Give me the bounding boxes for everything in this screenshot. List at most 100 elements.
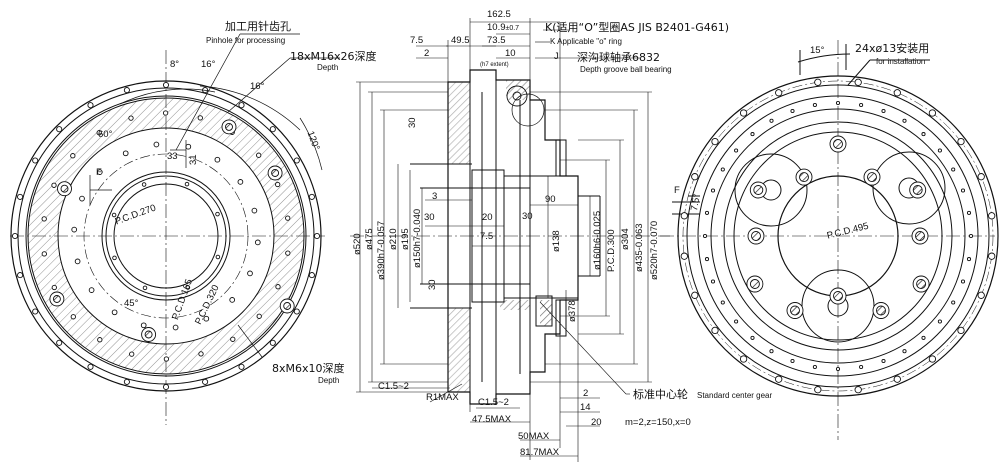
rim-hole	[937, 148, 942, 153]
angle-15-label: 15°	[810, 45, 825, 56]
perimeter-hole	[293, 308, 300, 315]
bolt-hole-m16	[153, 141, 160, 148]
angle-60-label: 60°	[98, 129, 113, 140]
bolt-hole-m16	[71, 226, 78, 233]
dia-520-left: ø520	[352, 233, 363, 255]
bolt-hole-m16	[172, 324, 179, 331]
bolt-head-inner	[876, 305, 886, 316]
mount-hole	[988, 252, 996, 260]
rim-hole	[902, 349, 907, 354]
bolt-hole-m6	[215, 254, 221, 260]
dim-90-label: 90	[545, 194, 556, 205]
dim-2-bottom: 2	[583, 388, 589, 399]
dim-49-5: 49.5	[451, 35, 470, 46]
pinhole-processing-inner	[60, 184, 69, 193]
bearing-note-en: Depth groove ball bearing	[580, 65, 672, 74]
bolt-hole-m16	[251, 207, 258, 214]
mount-hole	[957, 137, 965, 146]
mount-hole	[893, 375, 901, 383]
pin-hole	[70, 153, 76, 159]
rim-hole	[966, 210, 972, 215]
dim-47-5-max: 47.5MAX	[472, 414, 512, 425]
angle-16a-label: 16°	[201, 59, 216, 70]
dia-378: ø378	[567, 300, 578, 322]
perimeter-hole	[56, 126, 63, 133]
middle-view-hatch	[448, 80, 552, 392]
perimeter-hole	[162, 81, 170, 89]
pin-hole	[51, 182, 57, 188]
mount-hole	[691, 291, 699, 299]
bolt-hole-m16	[229, 297, 236, 303]
rim-hole	[790, 108, 795, 114]
pin-hole	[285, 250, 291, 256]
pinhole-note-en: Pinhole for processing	[206, 36, 286, 45]
dim-30-right-label: 30	[522, 211, 533, 222]
rim-hole	[750, 335, 755, 340]
bolt-head-inner	[790, 305, 800, 316]
bolt-hole-m6	[142, 285, 148, 291]
pin-hole	[197, 115, 203, 121]
left-view-threads	[49, 119, 295, 342]
dim-10-9: 10.9±0.7	[487, 23, 519, 33]
pinhole-processing-inner	[283, 302, 292, 310]
rim-hole	[881, 108, 886, 114]
perimeter-hole	[56, 339, 63, 346]
dim-20-bottom: 20	[591, 417, 602, 428]
mount-hole	[928, 109, 937, 117]
bolt-hole-m16	[203, 315, 210, 322]
rim-hole	[960, 279, 966, 284]
chamfer-c1-5-bottom: C1.5~2	[478, 397, 509, 408]
mount-hole	[739, 109, 748, 117]
bolt-hole-m16	[122, 150, 129, 157]
dim-3-label: 3	[432, 191, 438, 202]
rim-hole	[720, 167, 725, 172]
rim-hole	[812, 364, 817, 370]
dim-81-7-max: 81.7MAX	[520, 447, 560, 458]
bolt-hole-m16	[88, 287, 95, 293]
bolt-hole-m16	[96, 169, 103, 175]
pin-hole	[163, 356, 170, 362]
rim-hole	[812, 102, 817, 108]
perimeter-hole	[123, 378, 130, 385]
pin-hole	[41, 251, 47, 257]
dia-435: ø435-0.063	[634, 223, 645, 272]
rim-hole	[937, 319, 942, 324]
angle-8-label: 8°	[170, 59, 180, 70]
bolt-head-inner	[753, 185, 764, 195]
bolt-head-inner	[751, 231, 761, 241]
bolt-hole-m6	[185, 285, 191, 290]
rim-hole	[902, 118, 907, 123]
right-view-mount-holes	[680, 78, 996, 394]
mount-hole	[928, 355, 937, 363]
perimeter-hole	[11, 232, 19, 240]
mount-hole	[711, 137, 719, 146]
oring-note-en: K Applicable "o" ring	[550, 37, 622, 46]
rim-hole	[881, 358, 886, 364]
bolt-hole-m16	[214, 156, 221, 163]
pin-hole	[70, 314, 76, 320]
mount-hole	[977, 173, 985, 181]
bolt-head-inner	[833, 139, 843, 149]
bolt-head-inner	[916, 279, 927, 289]
perimeter-hole	[293, 157, 300, 164]
left-view-leaders	[89, 33, 340, 358]
dim-31-label: 31	[188, 154, 199, 165]
dim-73-5: 73.5	[487, 35, 506, 46]
perimeter-hole	[238, 102, 245, 109]
pin-hole	[275, 181, 281, 188]
perimeter-hole	[313, 232, 321, 240]
pin-hole	[256, 152, 262, 158]
pin-hole	[41, 216, 47, 222]
mount-hole	[988, 212, 996, 220]
section-f-right-label: F	[674, 185, 680, 196]
mount-hole	[977, 291, 985, 299]
rim-hole	[960, 188, 966, 193]
dim-20-label: 20	[482, 212, 493, 223]
pin-hole	[198, 351, 204, 357]
bolt-head-inner	[799, 172, 809, 183]
rim-hole	[859, 102, 864, 108]
pinhole-processing-inner	[52, 295, 61, 303]
perimeter-hole	[269, 126, 276, 133]
dim-7-5-mid-label: 7.5	[480, 231, 494, 242]
pin-hole	[129, 351, 135, 357]
